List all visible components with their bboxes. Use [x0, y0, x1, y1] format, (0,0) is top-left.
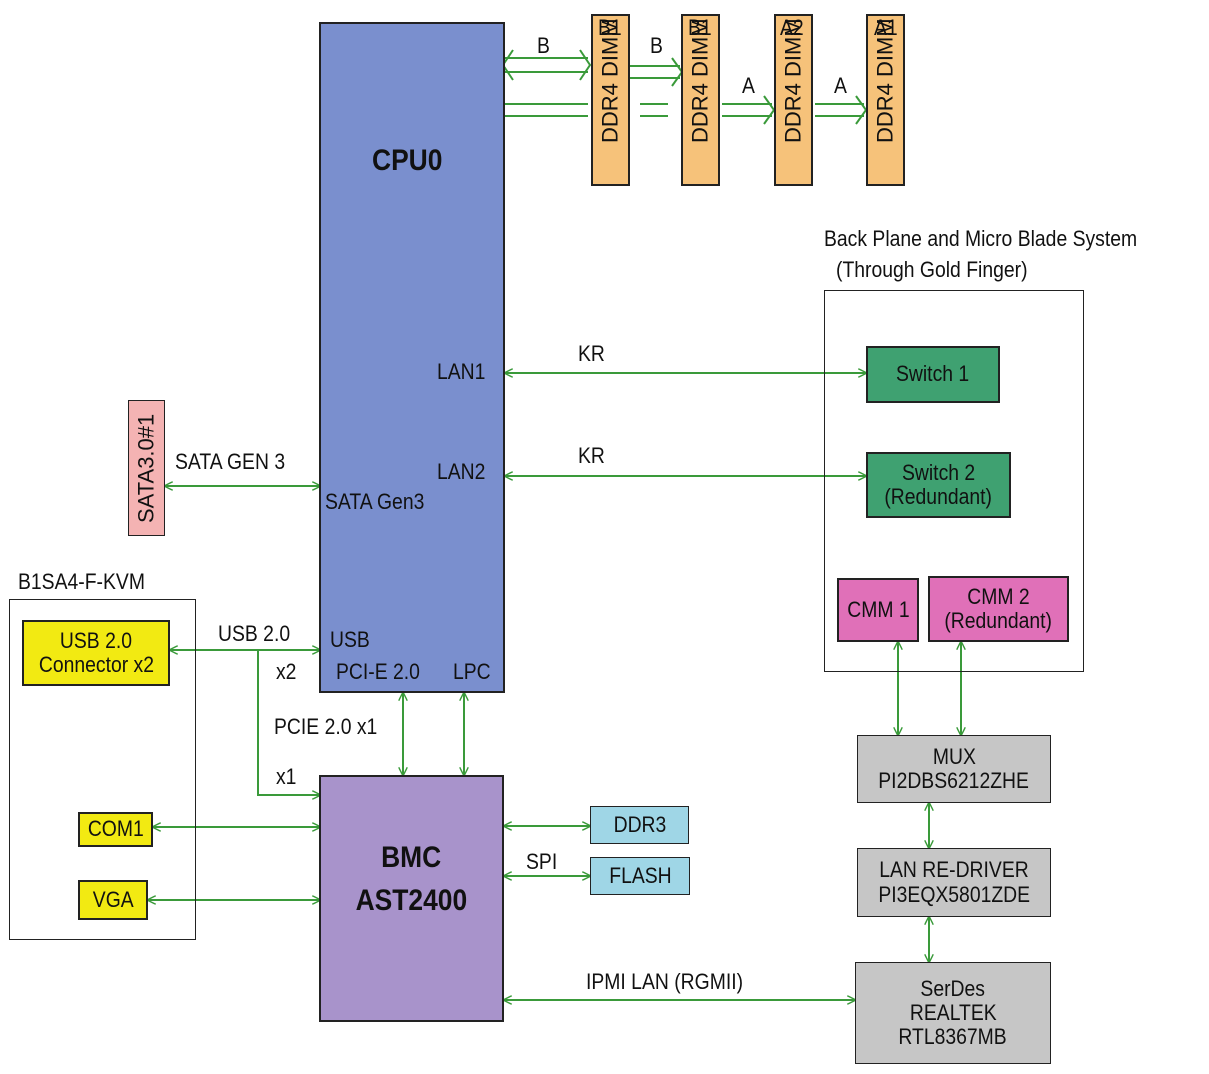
serdes-part-number: RTL8367MB — [898, 1024, 1008, 1050]
backplane-subtitle: (Through Gold Finger) — [836, 257, 1028, 282]
mux-block: MUX PI2DBS6212ZHE — [857, 735, 1051, 803]
dimm-slot-name: B1 — [688, 15, 712, 40]
backplane-title: Back Plane and Micro Blade System — [824, 226, 1138, 251]
mux-part-number: PI2DBS6212ZHE — [878, 768, 1030, 793]
vga-label: VGA — [92, 886, 134, 912]
cpu0-pcie-label: PCI-E 2.0 — [336, 659, 420, 684]
channel-a-label: A — [742, 73, 755, 98]
bmc-title: BMC — [381, 840, 442, 874]
bmc-block: BMC AST2400 — [319, 775, 504, 1022]
cpu0-usb-label: USB — [330, 627, 370, 652]
usb-x2-label: x2 — [276, 659, 297, 684]
ddr3-block: DDR3 — [590, 806, 689, 844]
switch2-label: Switch 2 — [901, 459, 976, 485]
cpu0-lan1-label: LAN1 — [437, 359, 486, 384]
backplane-frame — [824, 290, 1084, 672]
ddr3-label: DDR3 — [613, 811, 666, 837]
dimm-slot-name: B1 — [598, 15, 622, 40]
switch1-block: Switch 1 — [866, 346, 1000, 403]
switch2-block: Switch 2 (Redundant) — [866, 452, 1011, 518]
cpu0-sata-label: SATA Gen3 — [325, 489, 425, 514]
usb-connector-block: USB 2.0 Connector x2 — [22, 620, 170, 686]
cmm1-block: CMM 1 — [837, 578, 919, 642]
cpu0-lpc-label: LPC — [453, 659, 491, 684]
lan-redriver-part-number: PI3EQX5801ZDE — [878, 881, 1030, 907]
cmm2-label: CMM 2 — [967, 583, 1030, 609]
serdes-vendor: REALTEK — [909, 999, 997, 1025]
usb20-label: USB 2.0 — [218, 621, 291, 646]
cpu0-title: CPU0 — [372, 144, 443, 177]
com1-block: COM1 — [78, 812, 153, 847]
switch1-label: Switch 1 — [896, 361, 970, 387]
switch2-sublabel: (Redundant) — [884, 484, 993, 509]
cmm2-block: CMM 2 (Redundant) — [928, 576, 1069, 642]
channel-b-label: B — [650, 33, 663, 58]
flash-block: FLASH — [590, 857, 690, 895]
channel-b-label: B — [537, 33, 550, 58]
flash-label: FLASH — [608, 862, 672, 888]
cpu0-block — [319, 22, 505, 693]
link-usb-bmc — [257, 650, 320, 795]
cmm2-sublabel: (Redundant) — [944, 608, 1053, 633]
dimm-slot-name: A1 — [874, 15, 898, 40]
ipmi-lan-label: IPMI LAN (RGMII) — [586, 969, 744, 994]
kr-label: KR — [578, 341, 605, 366]
lan-redriver-block: LAN RE-DRIVER PI3EQX5801ZDE — [857, 848, 1051, 917]
mux-label: MUX — [932, 743, 976, 769]
sata-port-label: SATA3.0#1 — [133, 413, 159, 523]
x1-label: x1 — [276, 764, 297, 789]
bmc-chip-name: AST2400 — [355, 883, 468, 917]
usb-connector-sublabel: Connector x2 — [38, 652, 154, 677]
spi-label: SPI — [526, 849, 558, 874]
cmm1-label: CMM 1 — [846, 596, 910, 622]
dimm-slot-name: A2 — [780, 15, 804, 40]
channel-a-label: A — [834, 73, 847, 98]
cpu0-lan2-label: LAN2 — [437, 459, 486, 484]
dimm-bus-b — [501, 49, 684, 87]
kvm-title: B1SA4-F-KVM — [18, 569, 145, 594]
sata-gen3-label: SATA GEN 3 — [175, 449, 286, 474]
pcie-x1-label: PCIE 2.0 x1 — [274, 714, 378, 739]
serdes-label: SerDes — [920, 975, 986, 1001]
serdes-block: SerDes REALTEK RTL8367MB — [855, 962, 1051, 1064]
kr-label: KR — [578, 443, 605, 468]
com1-label: COM1 — [87, 816, 144, 842]
kvm-frame — [9, 599, 196, 940]
vga-block: VGA — [78, 880, 148, 920]
usb-connector-label: USB 2.0 — [59, 627, 133, 653]
lan-redriver-label: LAN RE-DRIVER — [879, 857, 1029, 883]
sata-port-block: SATA3.0#1 — [128, 400, 165, 536]
